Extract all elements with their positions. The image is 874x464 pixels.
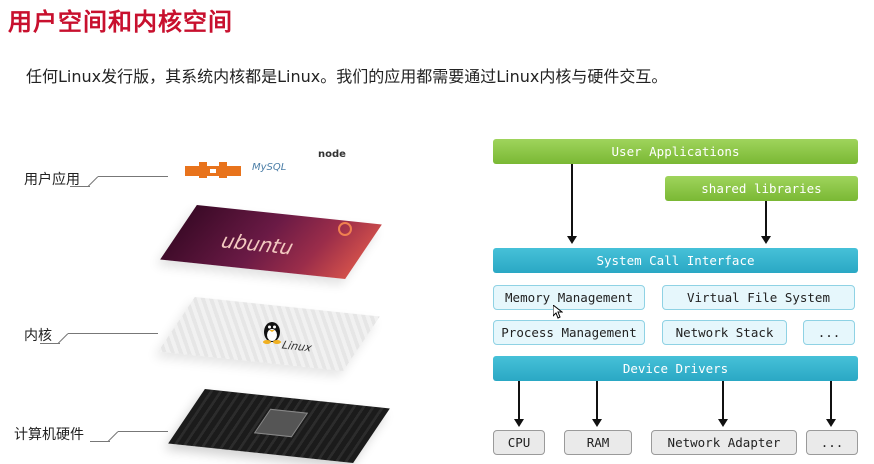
- hardware-leader-top: [118, 431, 168, 432]
- memory-management-box: Memory Management: [493, 285, 645, 310]
- arrow-head-cpu: [514, 419, 524, 427]
- hardware-leader-slant: [107, 431, 119, 442]
- user-app-leader-base: [70, 186, 90, 187]
- ubuntu-logo-icon: [338, 222, 352, 236]
- arrow-head-hardware-more: [826, 419, 836, 427]
- mouse-cursor-icon: [553, 305, 563, 319]
- app-logo-icon: [185, 162, 241, 178]
- arrow-user-apps-to-syscall: [571, 164, 573, 236]
- page-subtitle: 任何Linux发行版，其系统内核都是Linux。我们的应用都需要通过Linux内…: [26, 67, 668, 86]
- arrow-shared-libs-to-syscall: [765, 201, 767, 236]
- system-call-interface-box: System Call Interface: [493, 248, 858, 273]
- process-management-box: Process Management: [493, 320, 645, 345]
- user-app-label: 用户应用: [24, 172, 80, 188]
- network-adapter-box: Network Adapter: [651, 430, 797, 455]
- tux-penguin-icon: [263, 322, 281, 344]
- node-logo: node: [318, 149, 346, 160]
- kernel-label: 内核: [24, 328, 52, 344]
- arrow-head-user-apps: [567, 236, 577, 244]
- arrow-head-shared-libs: [761, 236, 771, 244]
- user-app-leader-top: [98, 176, 168, 177]
- arrow-to-ram: [596, 381, 598, 419]
- arrow-head-ram: [592, 419, 602, 427]
- hardware-leader-base: [90, 441, 110, 442]
- network-stack-box: Network Stack: [662, 320, 787, 345]
- virtual-file-system-box: Virtual File System: [662, 285, 855, 310]
- page-title: 用户空间和内核空间: [8, 8, 233, 36]
- mysql-logo: MySQL: [252, 162, 287, 173]
- kernel-more-box: ...: [803, 320, 855, 345]
- arrow-head-network-adapter: [718, 419, 728, 427]
- ram-box: RAM: [564, 430, 632, 455]
- shared-libraries-box: shared libraries: [665, 176, 858, 201]
- hardware-more-box: ...: [806, 430, 858, 455]
- kernel-leader-base: [40, 343, 60, 344]
- arrow-to-network-adapter: [722, 381, 724, 419]
- arrow-to-hardware-more: [830, 381, 832, 419]
- user-app-leader-slant: [87, 176, 99, 187]
- kernel-leader-slant: [57, 333, 69, 344]
- device-drivers-box: Device Drivers: [493, 356, 858, 381]
- arrow-to-cpu: [518, 381, 520, 419]
- user-applications-box: User Applications: [493, 139, 858, 164]
- kernel-leader-top: [68, 333, 158, 334]
- hardware-label: 计算机硬件: [14, 427, 84, 443]
- cpu-box: CPU: [493, 430, 545, 455]
